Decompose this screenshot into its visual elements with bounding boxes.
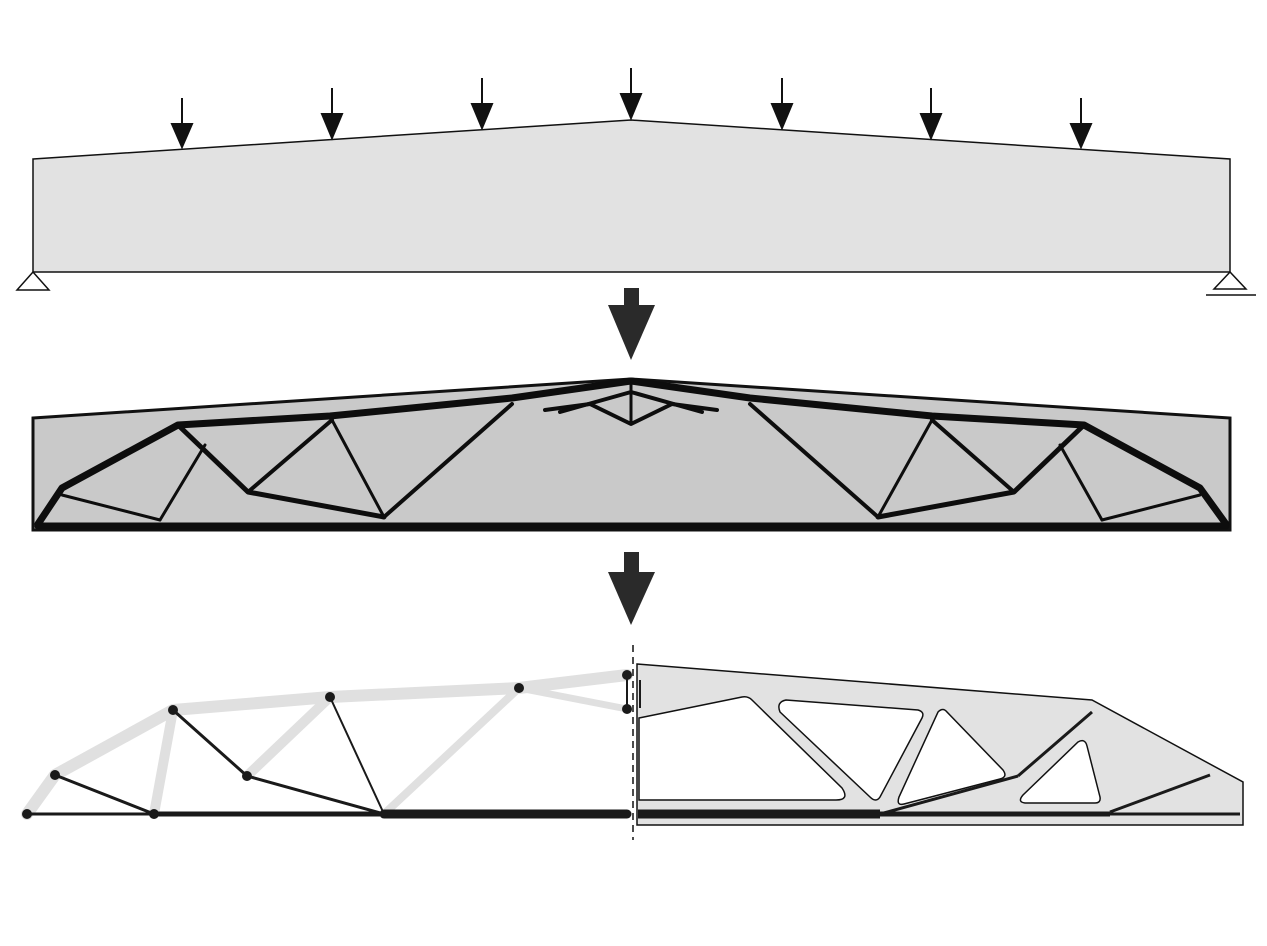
design-domain-panel	[15, 68, 1256, 296]
roller-support-icon	[1206, 270, 1256, 296]
truss-node	[380, 810, 388, 818]
optimized-members	[34, 377, 1230, 530]
openings	[638, 696, 1101, 806]
truss-node	[514, 683, 524, 693]
tension-members	[25, 674, 632, 819]
opening	[778, 699, 924, 801]
truss-node	[622, 670, 632, 680]
opening	[1019, 739, 1101, 804]
compression-members	[21, 669, 633, 820]
opening	[638, 696, 846, 801]
truss-node	[168, 705, 178, 715]
down-arrow-icon	[1069, 98, 1093, 150]
final-tension-members	[638, 680, 1240, 819]
truss-node	[22, 809, 32, 819]
down-arrow-icon	[919, 88, 943, 141]
design-domain	[32, 119, 1231, 273]
truss-node	[242, 771, 252, 781]
load-arrows	[170, 68, 1093, 150]
topology-optimization-panel	[31, 377, 1232, 532]
down-arrow-icon	[470, 78, 494, 131]
pin-support-icon	[15, 270, 51, 291]
truss-node	[50, 770, 60, 780]
truss-node	[149, 809, 159, 819]
flow-arrow-icon	[608, 552, 655, 625]
truss-model-left	[21, 669, 633, 820]
flow-arrow-icon	[608, 288, 655, 360]
final-geometry-right	[636, 663, 1244, 826]
truss-node	[325, 692, 335, 702]
down-arrow-icon	[770, 78, 794, 131]
opening	[897, 708, 1006, 806]
down-arrow-icon	[170, 98, 194, 150]
truss-nodes	[22, 670, 632, 819]
down-arrow-icon	[320, 88, 344, 141]
truss-interpretation-panel	[21, 645, 1244, 840]
truss-node	[622, 704, 632, 714]
down-arrow-icon	[619, 68, 643, 121]
